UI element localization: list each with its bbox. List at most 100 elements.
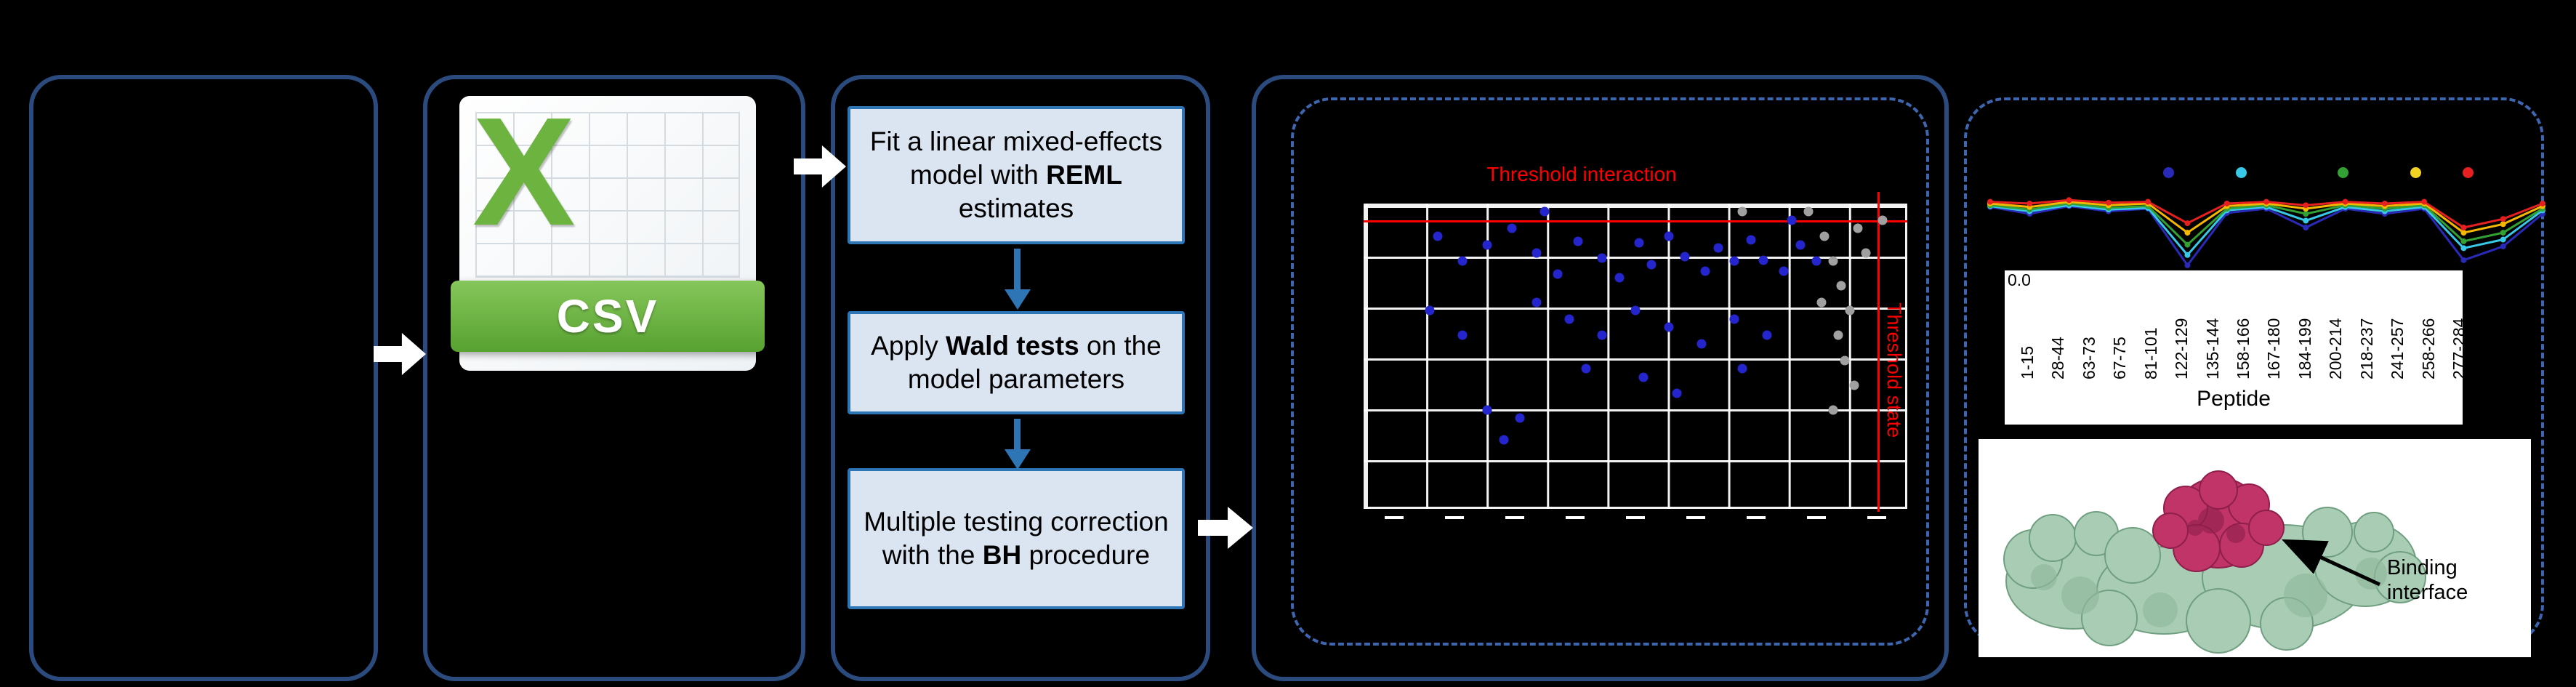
profile-marker xyxy=(2460,257,2467,263)
down-arrow-head-icon xyxy=(1005,449,1031,470)
scatter-point-blue xyxy=(1553,269,1563,279)
scatter-point-blue xyxy=(1482,240,1492,250)
scatter-point-grey xyxy=(1828,256,1838,266)
scatter-point-blue xyxy=(1664,231,1674,241)
profile-marker xyxy=(2184,241,2191,248)
step-box-bh: Multiple testing correction with the BH … xyxy=(848,468,1185,609)
scatter-points-layer xyxy=(1364,204,1907,509)
peptide-tick-label: 258-266 xyxy=(2418,318,2438,379)
peptide-tick-label: 28-44 xyxy=(2048,337,2068,379)
step-box-reml-text: Fit a linear mixed-effects model with RE… xyxy=(869,126,1163,224)
scatter-point-blue xyxy=(1696,339,1706,349)
scatter-point-blue xyxy=(1762,330,1772,340)
flow-arrow-icon xyxy=(374,333,426,375)
scatter-point-blue xyxy=(1811,256,1822,266)
scatter-point-blue xyxy=(1507,223,1517,233)
scatter-point-blue xyxy=(1515,413,1525,423)
scatter-point-blue xyxy=(1680,252,1690,262)
peptide-tick-label: 167-180 xyxy=(2264,318,2284,379)
profile-marker xyxy=(2540,200,2545,206)
scatter-point-grey xyxy=(1861,248,1871,258)
scatter-point-grey xyxy=(1836,281,1846,291)
scatter-point-grey xyxy=(1840,355,1850,366)
scatter-point-blue xyxy=(1499,435,1509,445)
scatter-point-blue xyxy=(1779,266,1789,276)
peptide-tick-label: 63-73 xyxy=(2079,337,2098,379)
down-arrow-icon xyxy=(1014,249,1021,289)
spreadsheet-grid xyxy=(475,112,740,278)
down-arrow-icon xyxy=(1014,419,1021,449)
step-box-bh-text: Multiple testing correction with the BH … xyxy=(864,506,1169,570)
scatter-point-blue xyxy=(1737,363,1747,374)
down-arrow-head-icon xyxy=(1005,289,1031,310)
profile-marker xyxy=(2460,238,2467,244)
scatter-point-grey xyxy=(1833,330,1843,340)
scatter-point-blue xyxy=(1795,240,1806,250)
csv-banner: CSV xyxy=(451,281,765,352)
scatter-point-grey xyxy=(1845,305,1855,316)
scatter-point-grey xyxy=(1816,297,1827,308)
scatter-point-blue xyxy=(1758,255,1768,265)
peptide-tick-label: 241-257 xyxy=(2388,318,2407,379)
scatter-point-grey xyxy=(1828,405,1838,415)
profile-line-blue xyxy=(1989,204,2543,268)
binding-interface-label: Binding interface xyxy=(2387,556,2468,605)
scatter-point-blue xyxy=(1531,297,1542,308)
scatter-point-blue xyxy=(1614,273,1625,283)
threshold-state-label: Threshold state xyxy=(1883,302,1905,438)
binding-interface-arrow xyxy=(2281,539,2381,587)
peptide-tick-label: 67-75 xyxy=(2110,337,2130,379)
scatter-point-grey xyxy=(1853,223,1863,233)
scatter-point-blue xyxy=(1713,243,1723,253)
scatter-point-blue xyxy=(1425,305,1434,316)
scatter-point-grey xyxy=(1819,231,1830,241)
deuteration-profile-chart xyxy=(1987,197,2545,268)
scatter-point-blue xyxy=(1457,256,1468,266)
scatter-point-blue xyxy=(1482,405,1492,415)
scatter-point-blue xyxy=(1646,260,1657,270)
scatter-point-blue xyxy=(1433,231,1443,241)
csv-step-panel xyxy=(423,75,805,681)
scatter-point-grey xyxy=(1737,206,1747,217)
csv-banner-label: CSV xyxy=(556,290,659,342)
scatter-point-blue xyxy=(1564,314,1574,324)
profile-marker xyxy=(2500,221,2506,228)
threshold-state-line xyxy=(1877,192,1880,512)
model-step-panel xyxy=(831,75,1210,681)
csv-file-icon: X CSV xyxy=(451,85,765,371)
profile-marker xyxy=(2184,230,2191,236)
profile-marker xyxy=(2145,198,2152,205)
profile-marker xyxy=(2500,243,2506,249)
excel-x-letter: X xyxy=(472,85,576,257)
profile-marker xyxy=(2223,200,2230,206)
threshold-interaction-label: Threshold interaction xyxy=(1486,163,1677,185)
scatter-point-blue xyxy=(1787,215,1797,225)
profile-marker xyxy=(2303,202,2309,209)
binding-interface-shading xyxy=(2187,507,2245,543)
protein-structure-panel: Binding interface xyxy=(1979,439,2531,657)
scatter-point-blue xyxy=(1573,236,1583,246)
profile-marker xyxy=(2026,200,2033,206)
profile-marker xyxy=(2460,245,2467,252)
profile-marker xyxy=(2105,199,2112,206)
scatter-point-blue xyxy=(1638,372,1649,382)
peptide-tick-label: 158-166 xyxy=(2234,318,2253,379)
profile-marker xyxy=(2500,216,2506,222)
protein-surface-shading xyxy=(2031,558,2387,627)
scatter-point-blue xyxy=(1597,253,1607,263)
scatter-point-grey xyxy=(1803,206,1814,217)
profile-marker xyxy=(2263,198,2269,205)
profile-marker xyxy=(2184,262,2191,268)
y-axis-zero-tick: 0.0 xyxy=(2008,270,2031,289)
profile-marker xyxy=(2500,230,2506,236)
peptide-tick-label: 218-237 xyxy=(2356,318,2376,379)
profile-marker xyxy=(2184,252,2191,258)
peptide-tick-label: 277-284 xyxy=(2450,318,2468,379)
scatter-point-blue xyxy=(1664,322,1674,332)
profile-marker xyxy=(2500,236,2506,243)
profile-marker xyxy=(2303,225,2309,230)
profile-marker xyxy=(2421,198,2428,205)
scatter-point-blue xyxy=(1457,330,1468,340)
